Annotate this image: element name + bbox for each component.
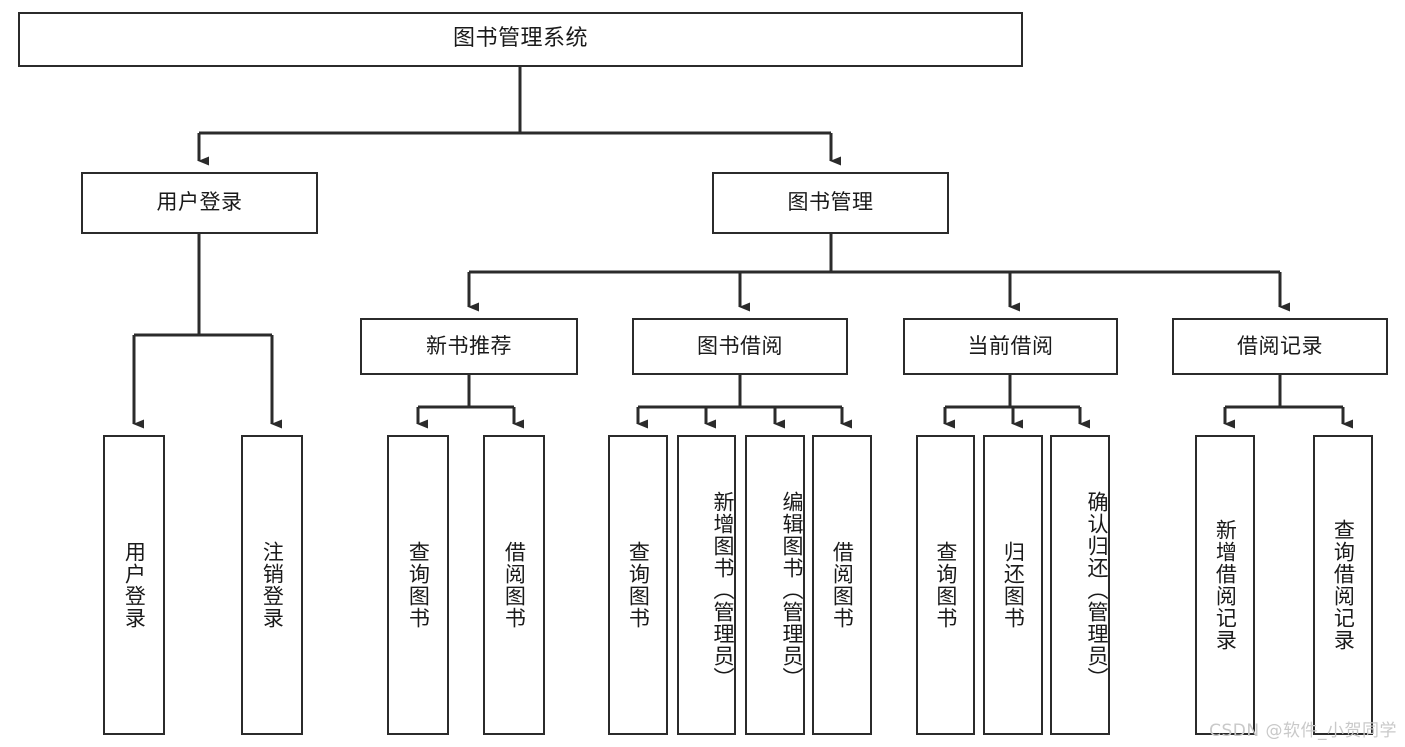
leaf-confirm-return[interactable]: 确认归还（管理员） — [1050, 435, 1110, 735]
watermark: CSDN @软件_小贺同学 — [1209, 721, 1397, 741]
node-borrow-record-label: 借阅记录 — [1237, 333, 1323, 358]
node-current-borrow-label: 当前借阅 — [967, 333, 1054, 358]
leaf-query-book-1[interactable]: 查询图书 — [387, 435, 449, 735]
node-new-book-rec-label: 新书推荐 — [426, 333, 512, 358]
leaf-user-login-label: 用户登录 — [122, 541, 147, 629]
leaf-user-login[interactable]: 用户登录 — [103, 435, 165, 735]
leaf-borrow-book-2[interactable]: 借阅图书 — [812, 435, 872, 735]
leaf-query-book-3[interactable]: 查询图书 — [916, 435, 975, 735]
leaf-add-record[interactable]: 新增借阅记录 — [1195, 435, 1255, 735]
node-book-manage[interactable]: 图书管理 — [712, 172, 949, 234]
leaf-return-book-label: 归还图书 — [1001, 541, 1026, 629]
leaf-query-book-2-label: 查询图书 — [626, 541, 651, 629]
leaf-borrow-book-1-label: 借阅图书 — [502, 541, 527, 629]
leaf-add-book-label: 新增图书（管理员） — [711, 491, 735, 689]
node-user-login-label: 用户登录 — [156, 190, 243, 215]
leaf-confirm-return-label: 确认归还（管理员） — [1085, 491, 1109, 689]
leaf-borrow-book-1[interactable]: 借阅图书 — [483, 435, 545, 735]
leaf-user-logout-label: 注销登录 — [260, 541, 285, 629]
node-book-manage-label: 图书管理 — [787, 190, 874, 215]
leaf-borrow-book-2-label: 借阅图书 — [830, 541, 855, 629]
leaf-query-record-label: 查询借阅记录 — [1331, 519, 1356, 651]
node-new-book-rec[interactable]: 新书推荐 — [360, 318, 578, 375]
leaf-query-book-2[interactable]: 查询图书 — [608, 435, 668, 735]
leaf-user-logout[interactable]: 注销登录 — [241, 435, 303, 735]
leaf-edit-book-label: 编辑图书（管理员） — [780, 491, 804, 689]
leaf-edit-book[interactable]: 编辑图书（管理员） — [745, 435, 805, 735]
node-borrow-record[interactable]: 借阅记录 — [1172, 318, 1388, 375]
leaf-add-book[interactable]: 新增图书（管理员） — [677, 435, 736, 735]
node-user-login[interactable]: 用户登录 — [81, 172, 318, 234]
leaf-return-book[interactable]: 归还图书 — [983, 435, 1043, 735]
node-current-borrow[interactable]: 当前借阅 — [903, 318, 1118, 375]
node-root-label: 图书管理系统 — [452, 26, 588, 52]
node-book-borrow-label: 图书借阅 — [697, 333, 783, 358]
node-root[interactable]: 图书管理系统 — [18, 12, 1023, 67]
leaf-query-record[interactable]: 查询借阅记录 — [1313, 435, 1373, 735]
leaf-query-book-1-label: 查询图书 — [406, 541, 431, 629]
leaf-add-record-label: 新增借阅记录 — [1213, 519, 1238, 651]
node-book-borrow[interactable]: 图书借阅 — [632, 318, 848, 375]
leaf-query-book-3-label: 查询图书 — [933, 541, 958, 629]
